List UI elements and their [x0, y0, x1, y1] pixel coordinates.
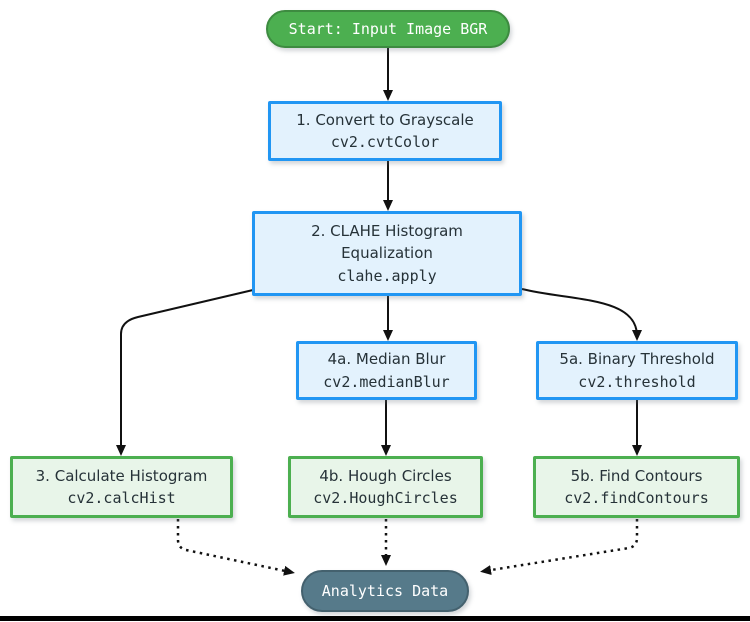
node-step4b-title: 4b. Hough Circles [319, 466, 452, 485]
edge-step2-step5a [521, 288, 642, 341]
node-step1: 1. Convert to Grayscale cv2.cvtColor [268, 101, 502, 161]
node-step4a-code: cv2.medianBlur [323, 372, 450, 391]
node-step2-title: 2. CLAHE Histogram Equalization [311, 221, 463, 263]
node-step2: 2. CLAHE Histogram Equalization clahe.ap… [252, 211, 522, 296]
node-step4a: 4a. Median Blur cv2.medianBlur [296, 341, 477, 400]
bottom-border [0, 616, 750, 621]
edge-step2-step3 [116, 289, 254, 456]
node-step4b: 4b. Hough Circles cv2.HoughCircles [288, 456, 483, 518]
node-step1-code: cv2.cvtColor [330, 133, 440, 151]
edge-step5b-end [480, 519, 639, 575]
node-start-label: Start: Input Image BGR [288, 19, 488, 38]
node-step5a-title: 5a. Binary Threshold [559, 350, 715, 368]
node-step3-title: 3. Calculate Histogram [35, 466, 208, 485]
node-step5a-code: cv2.threshold [578, 372, 696, 391]
node-end-label: Analytics Data [321, 581, 449, 600]
node-end: Analytics Data [301, 570, 469, 612]
node-step4a-title: 4a. Median Blur [327, 350, 446, 368]
node-step4b-code: cv2.HoughCircles [313, 489, 458, 507]
node-step3-code: cv2.calcHist [67, 489, 176, 507]
node-step1-title: 1. Convert to Grayscale [296, 110, 474, 129]
node-step5b-title: 5b. Find Contours [570, 466, 703, 485]
node-step5b: 5b. Find Contours cv2.findContours [533, 456, 740, 518]
node-step2-code: clahe.apply [337, 266, 437, 285]
node-step5a: 5a. Binary Threshold cv2.threshold [536, 341, 738, 400]
node-start: Start: Input Image BGR [266, 10, 510, 48]
node-step5b-code: cv2.findContours [564, 489, 709, 507]
edge-step3-end [176, 519, 295, 576]
node-step3: 3. Calculate Histogram cv2.calcHist [10, 456, 233, 518]
